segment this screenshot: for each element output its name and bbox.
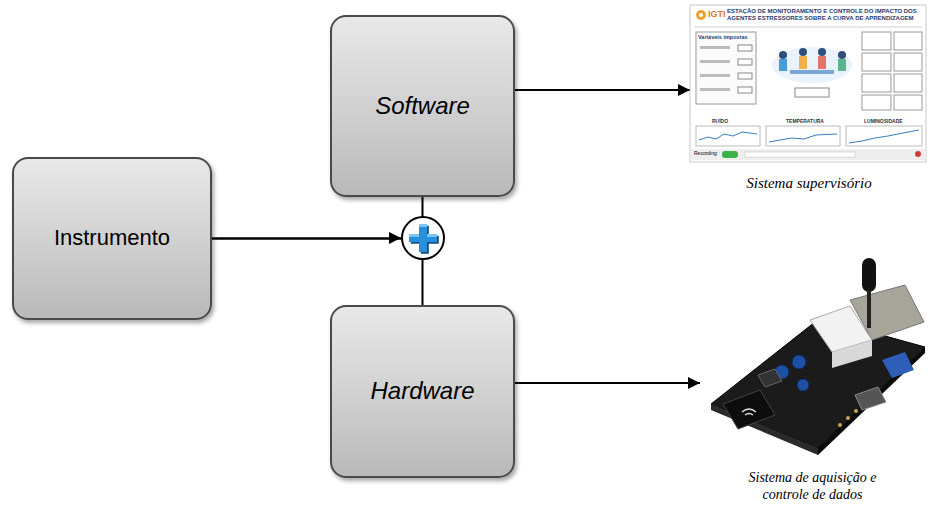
arrow-head	[389, 232, 401, 244]
reading-panel	[894, 53, 922, 71]
capacitor	[797, 379, 809, 391]
connector-arrow	[515, 89, 690, 91]
person	[799, 48, 807, 56]
acquisition-board	[711, 258, 925, 455]
field-caption	[700, 88, 730, 91]
supervisory-screen	[690, 5, 926, 162]
box-label: Software	[375, 92, 470, 121]
microphone	[862, 258, 876, 292]
plus-symbol	[409, 224, 439, 254]
chart-line	[849, 130, 919, 143]
table	[790, 70, 834, 74]
chart-title: RUÍDO	[712, 119, 752, 125]
box-label: Hardware	[370, 377, 474, 406]
person	[779, 51, 787, 59]
junction-circle	[402, 217, 444, 259]
input-field	[738, 59, 752, 65]
person	[818, 48, 826, 56]
pad	[846, 416, 850, 420]
input-field	[738, 73, 752, 79]
chart-line	[769, 134, 837, 142]
process-box: Hardware	[330, 305, 515, 478]
potentiometer	[855, 387, 886, 410]
reading-panel	[894, 74, 922, 92]
team-illustration	[772, 47, 852, 97]
connector-arrow	[515, 382, 700, 384]
status-bar	[690, 149, 926, 160]
pad	[854, 409, 858, 413]
plus-face	[409, 224, 437, 252]
chart-panel	[846, 126, 922, 146]
input-field	[738, 87, 752, 93]
reading-panel	[894, 32, 922, 50]
chart-line	[699, 132, 757, 140]
field-caption	[700, 46, 730, 49]
reading-panel	[894, 95, 922, 110]
person	[799, 56, 807, 69]
reading-panel	[862, 74, 891, 92]
wifi-module	[723, 390, 775, 429]
person	[779, 59, 787, 71]
plus-highlight	[409, 224, 437, 237]
logo-icon	[699, 13, 703, 17]
chart-panel	[696, 126, 760, 146]
panel-title: Variáveis impostas	[698, 34, 754, 40]
process-box: Instrumento	[12, 157, 212, 320]
connector-line	[212, 239, 423, 306]
figure-caption: Sistema supervisório	[746, 174, 871, 192]
chart-panel	[766, 126, 840, 146]
reading-panel	[862, 95, 891, 110]
status-text: Recording	[694, 151, 722, 157]
capacitor	[792, 355, 806, 369]
person	[838, 51, 846, 59]
screen-frame	[690, 5, 926, 162]
pad	[838, 423, 842, 427]
figure-caption: Sistema de aquisição e controle de dados	[727, 470, 899, 504]
white-connector	[832, 340, 872, 368]
input-field	[738, 45, 752, 51]
person	[838, 59, 846, 71]
path-field	[745, 152, 855, 157]
scene-ground	[772, 47, 852, 83]
field-caption	[700, 60, 730, 63]
microphone-stem	[867, 290, 871, 328]
record-button	[722, 151, 738, 158]
chart-title: LUMINOSIDADE	[864, 119, 919, 125]
connector-line	[212, 197, 423, 239]
person	[818, 56, 826, 69]
value-display	[795, 88, 829, 97]
input-panel	[696, 32, 756, 104]
chart-title: TEMPERATURA	[786, 119, 836, 125]
figure-node: Sistema de aquisição e controle de dados	[700, 245, 925, 507]
stop-icon	[915, 151, 921, 157]
figure-node: Sistema supervisório	[690, 5, 928, 195]
screen-title: ESTAÇÃO DE MONITORAMENTO E CONTROLE DO I…	[727, 8, 922, 22]
field-caption	[700, 74, 730, 77]
logo-icon	[696, 10, 706, 20]
dip-switch	[882, 352, 914, 378]
reading-panel	[862, 53, 891, 71]
chip	[758, 369, 782, 387]
wifi-icon	[742, 409, 756, 415]
header-rule	[694, 27, 922, 28]
reading-panel	[862, 32, 891, 50]
box-label: Instrumento	[54, 225, 170, 251]
process-box: Software	[330, 15, 515, 197]
